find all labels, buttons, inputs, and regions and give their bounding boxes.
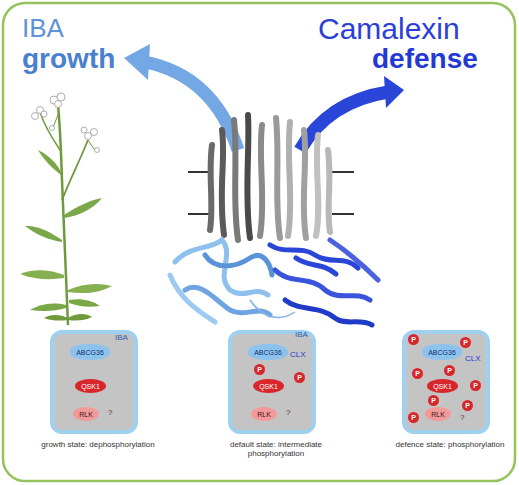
substrate-label: CLX — [465, 355, 481, 364]
title-word: IBA — [22, 14, 64, 43]
protein-name: QSK1 — [81, 383, 100, 390]
kinase-ellipse: QSK1 — [253, 379, 284, 393]
transporter-shape: ABCG36 — [422, 344, 462, 360]
kinase-ellipse: QSK1 — [75, 379, 106, 393]
frame — [3, 3, 515, 481]
unknown-mark: ? — [286, 409, 290, 418]
protein-name: RLK — [431, 411, 445, 418]
protein-name: ABCG36 — [254, 349, 282, 356]
phospho-dot: P — [408, 334, 419, 345]
cell-panel: growth state: dephosphorylationABCG36QSK… — [50, 330, 138, 434]
title-word: growth — [22, 44, 115, 75]
title-word: defense — [372, 44, 478, 75]
cell-panel: default state: intermediate phosphorylat… — [228, 330, 316, 434]
protein-name: RLK — [79, 411, 93, 418]
unknown-mark: ? — [460, 414, 464, 423]
kinase-ellipse: QSK1 — [427, 379, 458, 393]
receptor-ellipse: RLK — [73, 407, 99, 421]
transporter-shape: ABCG36 — [248, 344, 288, 360]
substrate-label: IBA — [115, 334, 128, 343]
protein-structure — [170, 115, 378, 325]
phospho-dot: P — [408, 412, 419, 423]
phospho-dot: P — [294, 372, 305, 383]
protein-name: RLK — [257, 411, 271, 418]
plant-drawing — [20, 93, 112, 325]
state-caption: defence state: phosphorylation — [384, 440, 516, 449]
substrate-label: IBA — [295, 331, 308, 340]
phospho-dot: P — [412, 368, 423, 379]
phospho-dot: P — [470, 380, 481, 391]
phospho-dot: P — [460, 337, 471, 348]
transporter-shape: ABCG36 — [70, 344, 110, 360]
state-caption: default state: intermediate phosphorylat… — [210, 440, 342, 458]
receptor-ellipse: RLK — [425, 407, 451, 421]
phospho-dot: P — [444, 365, 455, 376]
phospho-dot: P — [428, 395, 439, 406]
protein-name: QSK1 — [433, 383, 452, 390]
substrate-label: CLX — [290, 351, 306, 360]
phospho-dot: P — [254, 364, 265, 375]
receptor-ellipse: RLK — [251, 407, 277, 421]
title-word: Camalexin — [318, 12, 460, 45]
unknown-mark: ? — [108, 409, 112, 418]
state-caption: growth state: dephosphorylation — [32, 440, 164, 449]
protein-name: ABCG36 — [76, 349, 104, 356]
protein-name: QSK1 — [259, 383, 278, 390]
protein-name: ABCG36 — [428, 349, 456, 356]
phospho-dot: P — [462, 400, 473, 411]
